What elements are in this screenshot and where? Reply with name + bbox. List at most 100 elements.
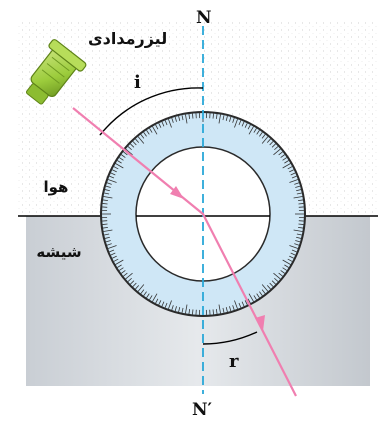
protractor-tick	[178, 307, 181, 313]
protractor-tick	[218, 304, 221, 314]
ray-arrow-incident	[170, 186, 184, 199]
protractor-tick	[247, 298, 251, 304]
protractor-tick	[102, 199, 108, 202]
protractor-tick	[234, 118, 238, 128]
protractor-tick	[229, 306, 232, 312]
protractor-tick	[152, 126, 158, 135]
protractor-tick	[130, 280, 135, 285]
protractor-tick	[296, 236, 302, 239]
protractor-tick	[287, 166, 293, 170]
protractor-tick	[109, 249, 115, 253]
protractor-tick	[261, 134, 266, 139]
protractor-tick	[256, 293, 260, 298]
normal-bottom-label: N′	[192, 400, 213, 420]
protractor-tick	[164, 120, 168, 126]
protractor-tick	[188, 309, 191, 315]
protractor-tick	[105, 240, 111, 243]
protractor-tick	[212, 113, 214, 119]
air-label: هوا	[44, 178, 69, 196]
protractor-ticks	[102, 113, 304, 315]
protractor-tick	[104, 189, 110, 192]
protractor-tick	[161, 301, 165, 307]
protractor-tick	[269, 282, 274, 287]
protractor-tick	[282, 259, 291, 265]
protractor-tick	[123, 272, 128, 277]
protractor-tick	[158, 123, 162, 128]
protractor-tick	[168, 300, 172, 310]
protractor-tick	[244, 123, 248, 128]
protractor-tick	[271, 143, 276, 148]
protractor-tick	[161, 121, 165, 127]
protractor-tick	[125, 148, 133, 156]
normal-top-label: N	[196, 8, 212, 28]
protractor-tick	[241, 301, 245, 307]
protractor-tick	[140, 134, 145, 139]
protractor-tick	[110, 252, 116, 256]
protractor-tick	[247, 124, 251, 130]
protractor-tick	[146, 293, 150, 298]
protractor-tick	[298, 223, 304, 225]
protractor-tick	[103, 196, 113, 199]
protractor-tick	[261, 136, 269, 144]
protractor-tick	[104, 236, 110, 239]
protractor-tick	[171, 305, 174, 311]
protractor-tick	[278, 272, 283, 277]
protractor-tick	[125, 272, 133, 280]
protractor-tick	[291, 175, 297, 179]
protractor-tick	[293, 196, 303, 199]
protractor-tick	[132, 282, 137, 287]
protractor-tick	[295, 240, 301, 243]
protractor-tick	[107, 179, 117, 183]
protractor-tick	[123, 151, 128, 156]
protractor-tick	[290, 252, 296, 256]
protractor-tick	[185, 304, 188, 314]
protractor-tick	[212, 309, 214, 315]
protractor-tick	[135, 138, 140, 143]
protractor-tick	[298, 203, 304, 205]
protractor-tick	[215, 113, 218, 119]
protractor-tick	[269, 141, 274, 146]
protractor-tick	[256, 130, 260, 135]
protractor-tick	[287, 258, 293, 262]
protractor-tick	[282, 157, 287, 161]
protractor-tick	[109, 175, 115, 179]
protractor-tick	[113, 166, 119, 170]
protractor-tick	[113, 258, 119, 262]
protractor-tick	[174, 306, 177, 312]
protractor-tick	[280, 270, 285, 274]
protractor-tick	[248, 126, 254, 135]
protractor-tick	[107, 245, 117, 249]
protractor-tick	[273, 148, 281, 156]
protractor-tick	[289, 179, 299, 183]
incidence-angle-label: i	[134, 72, 141, 93]
protractor-tick	[121, 154, 126, 158]
protractor-tick	[222, 307, 225, 313]
protractor-tick	[185, 114, 188, 124]
protractor-tick	[293, 229, 303, 232]
protractor-tick	[137, 284, 145, 292]
protractor-tick	[104, 192, 110, 195]
protractor-tick	[112, 169, 117, 173]
protractor-tick	[174, 116, 177, 122]
protractor-tick	[143, 291, 147, 296]
protractor-tick	[102, 226, 108, 229]
protractor-tick	[296, 192, 302, 195]
protractor-tick	[274, 277, 279, 282]
protractor-tick	[282, 163, 291, 169]
protractor-tick	[119, 157, 124, 161]
protractor-tick	[280, 154, 285, 158]
incidence-angle-arc	[99, 87, 204, 136]
protractor-tick	[146, 130, 150, 135]
protractor-tick	[121, 270, 126, 274]
protractor-tick	[130, 143, 135, 148]
protractor-tick	[278, 151, 283, 156]
protractor-tick	[102, 203, 108, 205]
protractor-tick	[119, 267, 124, 271]
protractor-tick	[132, 141, 137, 146]
protractor-tick	[296, 233, 302, 236]
protractor-tick	[137, 136, 145, 144]
protractor-tick	[241, 121, 245, 127]
protractor-tick	[158, 300, 162, 305]
protractor-tick	[232, 305, 235, 311]
